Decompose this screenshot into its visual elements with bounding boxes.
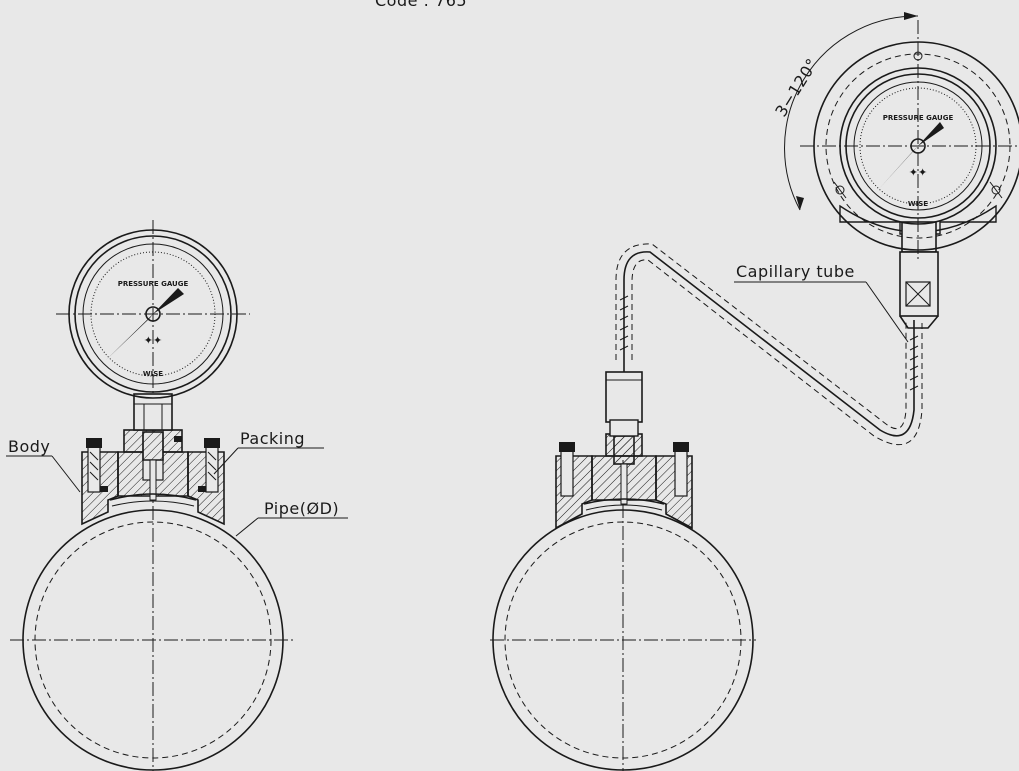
left-assembly: PRESSURE GAUGE WISE ✦✦ Body Packing Pipe…	[6, 220, 348, 771]
left-body	[81, 429, 225, 526]
right-gauge: PRESSURE GAUGE WISE ✦✦	[800, 20, 1019, 329]
label-angle: 3−120°	[771, 55, 822, 120]
left-labels: Body Packing Pipe(ØD)	[6, 429, 348, 537]
capillary-label: Capillary tube	[734, 262, 909, 343]
right-gauge-brand: WISE	[908, 200, 928, 208]
label-packing: Packing	[240, 429, 305, 448]
left-gauge-face-label: PRESSURE GAUGE	[118, 280, 189, 288]
angle-dimension: 3−120°	[771, 12, 919, 211]
left-gauge-stem	[133, 393, 173, 431]
svg-text:✦✦: ✦✦	[144, 334, 162, 347]
label-pipe: Pipe(ØD)	[264, 499, 339, 518]
drawing-code: Code : 765	[375, 0, 467, 10]
right-connector	[605, 360, 643, 437]
svg-text:✦✦: ✦✦	[909, 166, 927, 179]
right-body	[555, 433, 693, 530]
label-body: Body	[8, 437, 50, 456]
right-pipe	[490, 460, 756, 771]
left-gauge: PRESSURE GAUGE WISE ✦✦	[56, 229, 250, 399]
right-gauge-face-label: PRESSURE GAUGE	[883, 114, 954, 122]
left-gauge-brand: WISE	[143, 370, 163, 378]
right-assembly: PRESSURE GAUGE WISE ✦✦ 3−120° Capillary …	[490, 12, 1019, 771]
capillary-tube	[615, 243, 923, 446]
label-capillary: Capillary tube	[736, 262, 855, 281]
